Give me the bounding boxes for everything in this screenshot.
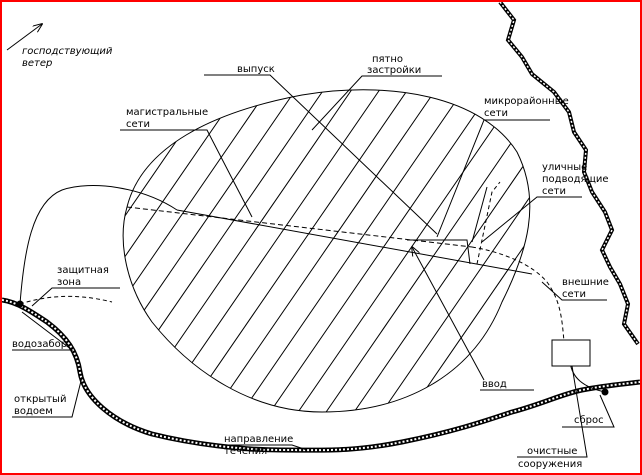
- label-wind-1: господствующий: [22, 46, 113, 57]
- bottom-river-outer: [2, 297, 640, 453]
- protection-zone-boundary: [19, 185, 178, 305]
- leader-external: [541, 281, 607, 301]
- label-external-1: внешние: [562, 277, 609, 288]
- hatch-line: [586, 2, 640, 473]
- label-main-1: магистральные: [126, 107, 208, 118]
- label-spot-2: застройки: [367, 65, 421, 76]
- leader-micro: [436, 119, 550, 238]
- leader-spot: [311, 75, 442, 131]
- hatch-line: [249, 89, 530, 413]
- label-external-2: сети: [562, 289, 586, 300]
- label-flow-1: направление: [224, 434, 293, 445]
- main-network-dashed: [126, 206, 473, 248]
- label-street-3: сети: [542, 186, 566, 197]
- leader-main: [120, 129, 253, 218]
- hatch-line: [614, 2, 640, 473]
- hatch-line: [389, 89, 530, 413]
- hatch-line: [277, 89, 530, 413]
- label-wind-2: ветер: [22, 58, 52, 69]
- leader-open: [12, 376, 83, 418]
- label-protect-1: защитная: [57, 265, 109, 276]
- hatch-line: [333, 89, 530, 413]
- hatch-line: [473, 89, 530, 413]
- label-input: ввод: [482, 379, 507, 390]
- label-micro-2: сети: [484, 108, 508, 119]
- hatch-line: [501, 89, 530, 413]
- building-spot-outline: [122, 89, 531, 413]
- label-open-1: открытый: [14, 394, 66, 405]
- leader-protect: [31, 287, 120, 307]
- leader-street: [481, 196, 582, 243]
- label-main-2: сети: [126, 119, 150, 130]
- label-street-1: уличные: [542, 162, 587, 173]
- external-network-dashed: [471, 246, 565, 343]
- label-spot-1: пятно: [372, 54, 403, 65]
- street-feed-dashed: [476, 181, 501, 265]
- wind-arrow: [6, 24, 42, 51]
- hatch-line: [123, 89, 301, 413]
- micro-district-network: [407, 239, 471, 265]
- right-river-inner: [499, 2, 639, 345]
- intake-point: [16, 300, 24, 308]
- label-treat-1: очистные: [527, 446, 577, 457]
- hatch-line: [305, 89, 530, 413]
- main-network-line: [176, 209, 533, 275]
- label-open-2: водоем: [14, 406, 53, 417]
- discharge-point: [601, 388, 609, 396]
- leader-outlet: [204, 74, 438, 235]
- label-micro-1: микрорайонные: [484, 96, 569, 107]
- micro-district-feed: [471, 186, 488, 243]
- leader-intake: [12, 311, 74, 351]
- label-outlet: выпуск: [237, 64, 275, 75]
- hatch-line: [221, 89, 530, 413]
- label-street-2: подводящие: [542, 174, 609, 185]
- label-treat-2: сооружения: [518, 459, 582, 470]
- label-discharge: сброс: [574, 415, 604, 426]
- label-intake: водозабор: [12, 339, 67, 350]
- input-arrow: [412, 247, 485, 381]
- treatment-facility: [551, 339, 591, 367]
- hatch-line: [123, 89, 385, 413]
- leader-discharge: [562, 394, 615, 428]
- leader-flow: [224, 444, 308, 451]
- hatch-line: [123, 89, 329, 413]
- bottom-river-inner: [2, 299, 640, 452]
- protection-zone-dashed: [19, 295, 113, 305]
- label-flow-2: течения: [224, 446, 267, 457]
- hatch-line: [558, 2, 640, 473]
- label-protect-2: зона: [57, 277, 81, 288]
- leader-treat: [517, 365, 588, 458]
- hatch-line: [123, 89, 357, 413]
